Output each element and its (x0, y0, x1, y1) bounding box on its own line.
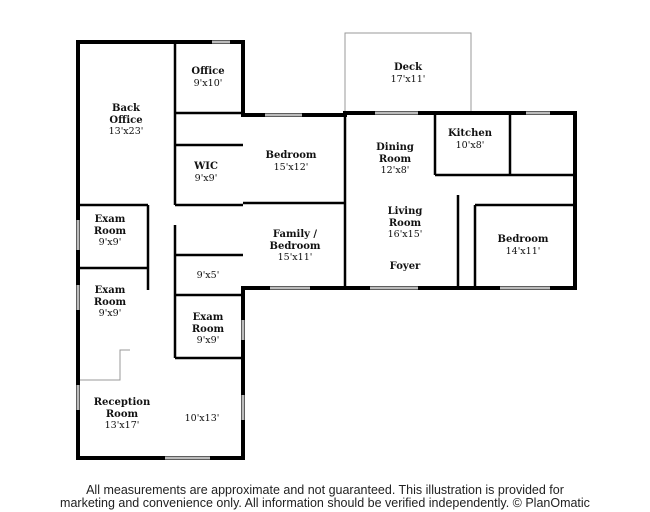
room-dim: 16'x15' (387, 229, 423, 240)
room-dim: 13'x17' (104, 420, 140, 431)
room-dim: 9'x10' (193, 77, 223, 89)
room-10x13: 10'x13' (177, 413, 227, 425)
room-name: Bedroom (265, 150, 317, 161)
room-name: Exam Room (191, 312, 225, 335)
room-dim: 9'x9' (194, 172, 218, 184)
room-dim: 15'x12' (273, 161, 309, 173)
room-name: Living Room (387, 206, 423, 229)
disclaimer-line-2: marketing and convenience only. All info… (60, 496, 590, 510)
room-dim: 14'x11' (505, 245, 541, 257)
disclaimer-line-1: All measurements are approximate and not… (86, 483, 564, 497)
room-dim: 17'x11' (390, 73, 426, 85)
room-name: Dining Room (376, 142, 414, 165)
room-name: Back Office (109, 103, 143, 126)
room-dim: 9'x9' (98, 237, 122, 248)
room-dim: 9'x5' (196, 270, 220, 281)
room-name: Exam Room (93, 214, 127, 237)
room-dim: 12'x8' (380, 165, 410, 176)
windows (76, 40, 550, 460)
room-name: WIC (194, 161, 218, 172)
room-name: Bedroom (497, 234, 549, 245)
room-dim: 9'x9' (98, 308, 122, 319)
room-foyer: Foyer (380, 261, 430, 273)
room-name: Foyer (389, 261, 421, 272)
room-name: Kitchen (447, 128, 493, 139)
room-name: Exam Room (93, 285, 127, 308)
room-dim: 10'x13' (184, 413, 220, 424)
room-dim: 9'x9' (196, 335, 220, 346)
room-dim: 10'x8' (455, 139, 485, 151)
room-dim: 13'x23' (108, 126, 144, 137)
room-name: Deck (393, 62, 423, 73)
room-name: Office (191, 66, 225, 77)
room-9x5: 9'x5' (183, 270, 233, 282)
room-dim: 15'x11' (277, 252, 313, 263)
room-name: Reception Room (93, 397, 151, 420)
room-name: Family / Bedroom (269, 229, 321, 252)
interior-walls (78, 42, 575, 381)
